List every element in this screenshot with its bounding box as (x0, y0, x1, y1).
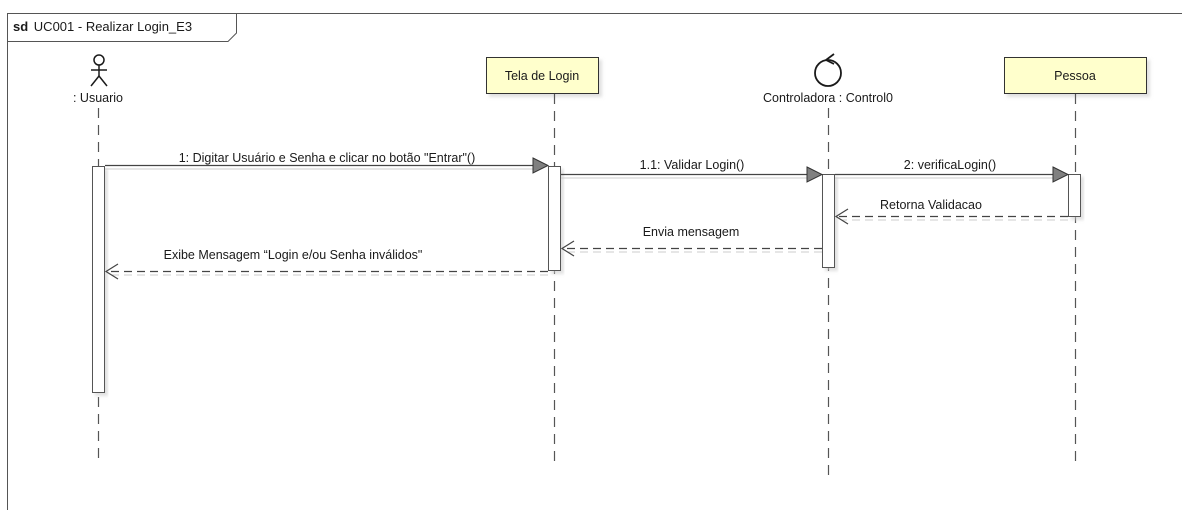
open-arrow-icon (834, 208, 849, 225)
activation-bar-controladora (822, 174, 835, 268)
message-2-label: 2: verificaLogin() (904, 158, 996, 172)
frame-name: UC001 - Realizar Login_E3 (34, 19, 192, 34)
open-arrow-icon (104, 263, 119, 280)
lifeline-usuario: : Usuario (73, 54, 123, 462)
reply-exibe-mensagem-label: Exibe Mensagem “Login e/ou Senha inválid… (164, 248, 423, 262)
lifeline-label-usuario: : Usuario (73, 91, 123, 105)
message-1-1: 1.1: Validar Login() (561, 158, 824, 183)
lifeline-box-pessoa (1004, 57, 1147, 94)
open-arrow-icon (560, 240, 575, 257)
frame-keyword: sd (13, 19, 28, 34)
arrow-head-icon (532, 157, 550, 174)
activation-bar-pessoa (1068, 174, 1081, 217)
lifeline-controladora: Controladora : Control0 (763, 53, 893, 476)
message-1-1-label: 1.1: Validar Login() (640, 158, 745, 172)
lifeline-tela: Tela de Login (486, 57, 599, 466)
arrow-head-icon (1052, 166, 1070, 183)
message-2: 2: verificaLogin() (835, 158, 1070, 183)
lifeline-label-pessoa: Pessoa (1054, 69, 1096, 83)
message-1-label: 1: Digitar Usuário e Senha e clicar no b… (179, 151, 476, 165)
activation-bar-usuario (92, 166, 105, 393)
lifeline-pessoa: Pessoa (1004, 57, 1147, 466)
lifeline-label-controladora: Controladora : Control0 (763, 91, 893, 105)
diagram-frame: sd UC001 - Realizar Login_E3 (7, 13, 1182, 510)
actor-icon (90, 54, 108, 87)
reply-retorna-validacao: Retorna Validacao (834, 198, 1068, 225)
arrow-head-icon (806, 166, 824, 183)
frame-label: sd UC001 - Realizar Login_E3 (13, 19, 192, 34)
lifeline-box-tela (486, 57, 599, 94)
control-icon (814, 53, 842, 87)
frame-tab (7, 13, 237, 42)
reply-envia-mensagem: Envia mensagem (560, 225, 822, 257)
message-1: 1: Digitar Usuário e Senha e clicar no b… (105, 151, 550, 174)
activation-bar-tela (548, 166, 561, 271)
reply-exibe-mensagem: Exibe Mensagem “Login e/ou Senha inválid… (104, 248, 548, 280)
reply-envia-mensagem-label: Envia mensagem (643, 225, 740, 239)
lifeline-label-tela: Tela de Login (505, 69, 579, 83)
reply-retorna-validacao-label: Retorna Validacao (880, 198, 982, 212)
